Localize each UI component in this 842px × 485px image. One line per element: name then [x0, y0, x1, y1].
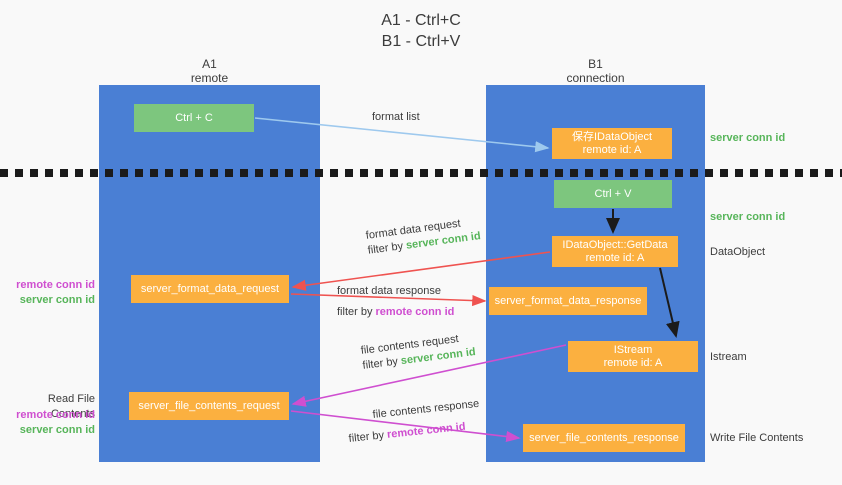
remote-conn-id-token: remote conn id [386, 420, 467, 441]
filter-by-label: filter by [361, 355, 402, 372]
box-ctrl-c[interactable]: Ctrl + C [134, 104, 254, 132]
annotation-file-contents-response-filter: filter by remote conn id [348, 420, 466, 447]
box-server-file-contents-request[interactable]: server_file_contents_request [129, 392, 289, 420]
label-read-file-contents: Read File Contents [47, 393, 95, 420]
box-idataobject-getdata[interactable]: IDataObject::GetData remote id: A [552, 236, 678, 267]
column-header-a1: A1 remote [190, 57, 229, 85]
annotation-format-data-response-filter: filter by remote conn id [337, 305, 454, 320]
box-server-format-data-request[interactable]: server_format_data_request [131, 275, 289, 303]
annotation-file-contents-request: file contents request filter by server c… [360, 330, 477, 374]
box-server-file-contents-response[interactable]: server_file_contents_response [523, 424, 685, 452]
annotation-format-data-request: format data request filter by server con… [365, 214, 482, 259]
phase-divider [0, 169, 842, 177]
column-header-b1: B1 connection [566, 57, 625, 85]
label-conn-ids-file: remote conn id server conn id [10, 408, 95, 438]
box-save-idataobject[interactable]: 保存IDataObject remote id: A [552, 128, 672, 159]
box-ctrl-v[interactable]: Ctrl + V [554, 180, 672, 208]
box-istream[interactable]: IStream remote id: A [568, 341, 698, 372]
box-server-format-data-response[interactable]: server_format_data_response [489, 287, 647, 315]
label-server-conn-id: server conn id [19, 424, 95, 436]
annotation-format-list: format list [372, 111, 420, 123]
label-istream: Istream [710, 351, 747, 363]
label-conn-ids-format: remote conn id server conn id [10, 278, 95, 308]
remote-conn-id-token: remote conn id [375, 306, 455, 318]
label-remote-conn-id: remote conn id [16, 279, 95, 291]
annotation-format-data-response: format data response [337, 285, 441, 297]
label-remote-conn-id: remote conn id [16, 409, 95, 421]
label-server-conn-id: server conn id [19, 294, 95, 306]
label-server-conn-id-mid: server conn id [710, 211, 786, 223]
label-server-conn-id-top: server conn id [710, 132, 786, 144]
filter-by-label: filter by [348, 428, 388, 445]
page-title: A1 - Ctrl+C B1 - Ctrl+V [381, 12, 461, 50]
label-write-file-contents: Write File Contents [710, 432, 804, 444]
filter-by-label: filter by [337, 306, 376, 318]
filter-by-label: filter by [367, 239, 407, 257]
label-dataobject: DataObject [710, 246, 766, 258]
